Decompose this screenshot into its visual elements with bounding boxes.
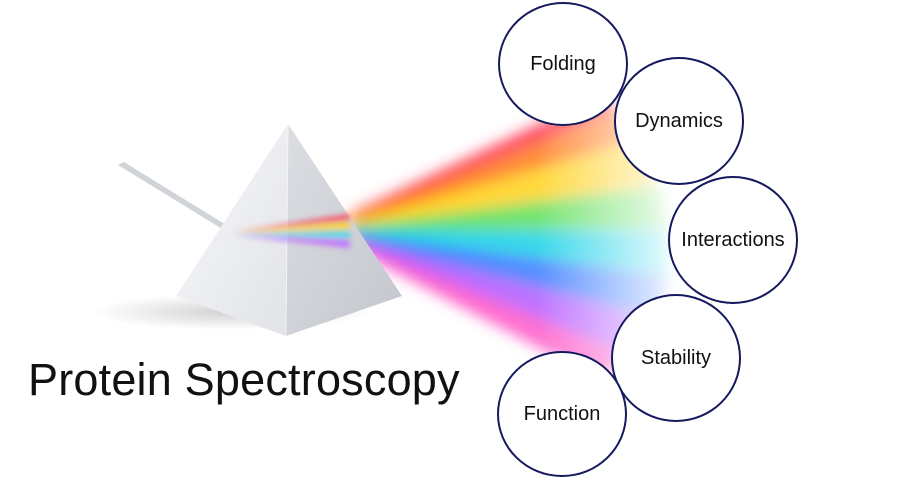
topic-circle-folding: Folding xyxy=(498,2,628,126)
diagram-title: Protein Spectroscopy xyxy=(28,354,460,405)
topic-label: Stability xyxy=(640,346,712,369)
refracted-rays xyxy=(233,214,350,248)
topic-label: Interactions xyxy=(681,228,785,251)
topic-circle-interactions: Interactions xyxy=(668,176,798,304)
topic-label: Function xyxy=(523,402,601,425)
topic-circle-dynamics: Dynamics xyxy=(614,57,744,185)
incoming-light-ray xyxy=(118,162,236,235)
spectrum-beam xyxy=(350,95,670,380)
topic-circle-stability: Stability xyxy=(611,294,741,422)
prism-face-left xyxy=(176,124,288,336)
topic-label: Folding xyxy=(530,52,596,75)
topic-label: Dynamics xyxy=(635,109,723,132)
topic-circle-function: Function xyxy=(497,351,627,477)
